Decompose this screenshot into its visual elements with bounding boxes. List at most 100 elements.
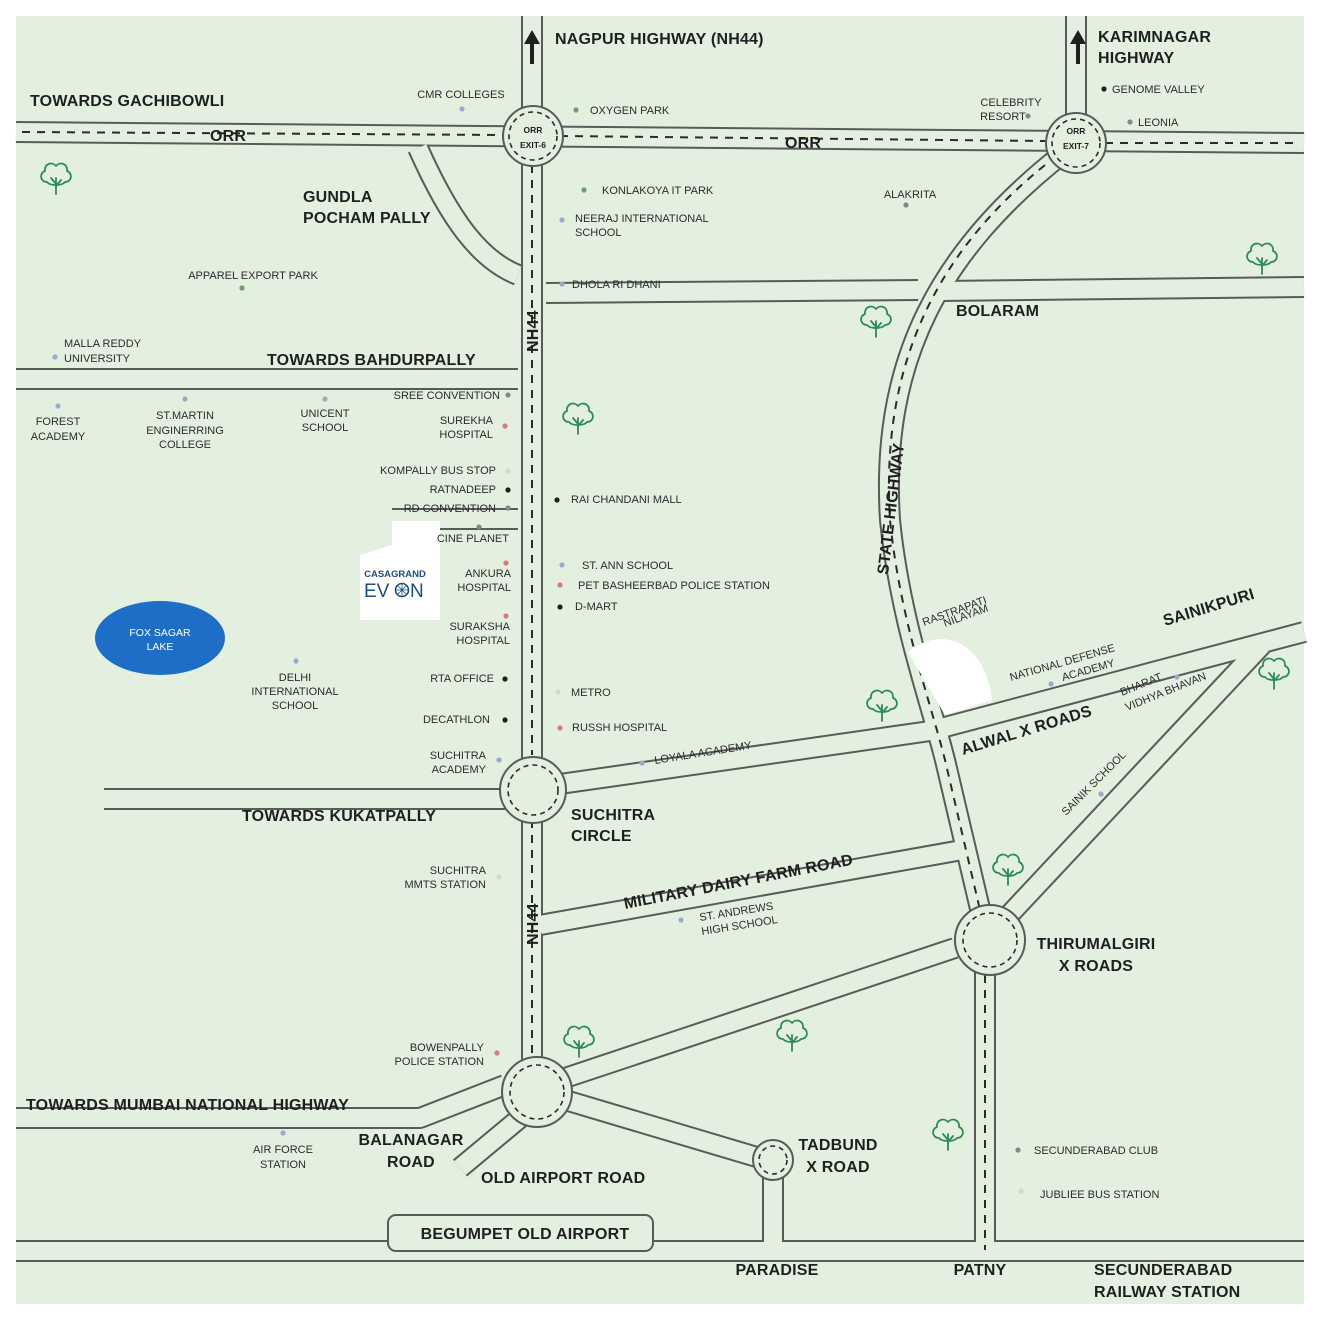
- pet-basheerbad-dot: [557, 582, 563, 588]
- air-force-dot: [280, 1130, 286, 1136]
- decathlon-label: DECATHLON: [423, 714, 490, 726]
- project-brand-end: N: [410, 581, 424, 602]
- ankura-label-2: HOSPITAL: [457, 582, 511, 594]
- orr-label-left: ORR: [210, 128, 246, 145]
- suchitra-academy-label-1: SUCHITRA: [430, 750, 487, 762]
- nh44-label-lower: NH44: [525, 903, 542, 945]
- project-site-block: [360, 521, 440, 620]
- kompally-dot: [505, 468, 511, 474]
- bowenpally-label-1: BOWENPALLY: [410, 1042, 485, 1054]
- orr-exit7-label-2: EXIT-7: [1063, 141, 1089, 151]
- russh-dot: [557, 725, 563, 731]
- begumpet-airport-box: [387, 1214, 654, 1252]
- suchitra-mmts-label-2: MMTS STATION: [405, 879, 487, 891]
- forest-label-1: FOREST: [36, 416, 81, 428]
- st-martin-label-2: ENGINERRING: [146, 425, 224, 437]
- north-arrow-karimnagar-icon: [1070, 30, 1086, 64]
- malla-reddy-label-1: MALLA REDDY: [64, 338, 142, 350]
- gachibowli-label: TOWARDS GACHIBOWLI: [30, 93, 224, 110]
- bolaram-label: BOLARAM: [956, 303, 1039, 320]
- ratnadeep-dot: [505, 487, 511, 493]
- sree-convention-label: SREE CONVENTION: [394, 390, 500, 402]
- rai-chandani-dot: [554, 497, 560, 503]
- tadbund-label-1: TADBUND: [798, 1137, 877, 1154]
- mumbai-nh-label: TOWARDS MUMBAI NATIONAL HIGHWAY: [26, 1097, 349, 1114]
- patny-label: PATNY: [954, 1262, 1007, 1279]
- roundabouts: [499, 105, 1107, 1181]
- secunderabad-club-dot: [1015, 1147, 1021, 1153]
- thirumalgiri-label-2: X ROADS: [1059, 958, 1133, 975]
- bahdurpally-label: TOWARDS BAHDURPALLY: [267, 352, 476, 369]
- project-brand-top: CASAGRAND: [364, 569, 426, 580]
- fox-sagar-lake: [95, 601, 225, 675]
- surekha-label-2: HOSPITAL: [439, 429, 493, 441]
- unicent-label-1: UNICENT: [301, 408, 350, 420]
- suchitra-circle-label-1: SUCHITRA: [571, 807, 656, 824]
- gundla-label-2: POCHAM PALLY: [303, 210, 431, 227]
- delhi-school-label-3: SCHOOL: [272, 700, 318, 712]
- metro-label: METRO: [571, 687, 611, 699]
- dmart-label: D-MART: [575, 601, 618, 613]
- apparel-label: APPAREL EXPORT PARK: [188, 270, 318, 282]
- konlakoya-dot: [581, 187, 587, 193]
- genome-dot: [1101, 86, 1107, 92]
- celebrity-dot: [1025, 113, 1031, 119]
- apparel-dot: [239, 285, 245, 291]
- alakrita-label: ALAKRITA: [884, 189, 937, 201]
- north-arrow-nh44-icon: [524, 30, 540, 64]
- thirumalgiri-label-1: THIRUMALGIRI: [1037, 936, 1156, 953]
- cmr-dot: [459, 106, 465, 112]
- delhi-school-dot: [293, 658, 299, 664]
- landmark-dots: [52, 86, 1180, 1194]
- bowenpally-dot: [494, 1050, 500, 1056]
- surekha-label-1: SUREKHA: [440, 415, 494, 427]
- orr-exit6-label-2: EXIT-6: [520, 140, 546, 150]
- ankura-dot: [503, 560, 509, 566]
- air-force-label-1: AIR FORCE: [253, 1144, 313, 1156]
- old-airport-road-label: OLD AIRPORT ROAD: [481, 1170, 645, 1187]
- secunderabad-railway-label-1: SECUNDERABAD: [1094, 1262, 1232, 1279]
- nagpur-highway-label: NAGPUR HIGHWAY (NH44): [555, 31, 764, 48]
- suchitra-mmts-dot: [496, 874, 502, 880]
- rta-dot: [502, 676, 508, 682]
- bowenpally-label-2: POLICE STATION: [395, 1056, 484, 1068]
- cine-planet-dot: [476, 524, 482, 530]
- dmart-dot: [557, 604, 563, 610]
- genome-label: GENOME VALLEY: [1112, 84, 1205, 96]
- orr-label-right: ORR: [785, 135, 821, 152]
- tadbund-label-2: X ROAD: [806, 1159, 869, 1176]
- rd-convention-label: RD CONVENTION: [404, 503, 496, 515]
- nda-dot: [1048, 681, 1054, 687]
- st-martin-label-1: ST.MARTIN: [156, 410, 214, 422]
- neeraj-label-1: NEERAJ INTERNATIONAL: [575, 213, 709, 225]
- suraksha-label-2: HOSPITAL: [456, 635, 510, 647]
- leonia-dot: [1127, 119, 1133, 125]
- delhi-school-label-2: INTERNATIONAL: [251, 686, 338, 698]
- nh44-label-upper: NH44: [525, 310, 542, 352]
- orr-exit6-label-1: ORR: [524, 125, 543, 135]
- russh-label: RUSSH HOSPITAL: [572, 722, 667, 734]
- rastrapati-nilayam-area: [908, 639, 992, 715]
- cine-planet-label: CINE PLANET: [437, 533, 509, 545]
- orr-exit7-label-1: ORR: [1067, 126, 1086, 136]
- lake-label-1: FOX SAGAR: [129, 627, 191, 639]
- celebrity-label-1: CELEBRITY: [980, 97, 1042, 109]
- forest-label-2: ACADEMY: [31, 431, 86, 443]
- metro-dot: [555, 689, 561, 695]
- neeraj-dot: [559, 217, 565, 223]
- decathlon-dot: [502, 717, 508, 723]
- oxygen-label: OXYGEN PARK: [590, 105, 670, 117]
- oxygen-dot: [573, 107, 579, 113]
- suchitra-academy-dot: [496, 757, 502, 763]
- secunderabad-railway-label-2: RAILWAY STATION: [1094, 1284, 1240, 1301]
- st-martin-dot: [182, 396, 188, 402]
- balanagar-label-2: ROAD: [387, 1154, 435, 1171]
- jubilee-label: JUBLIEE BUS STATION: [1040, 1189, 1159, 1201]
- sainik-school-dot: [1098, 791, 1104, 797]
- bharat-dot: [1174, 674, 1180, 680]
- malla-reddy-dot: [52, 354, 58, 360]
- dhola-dot: [559, 281, 565, 287]
- begumpet-label: BEGUMPET OLD AIRPORT: [421, 1226, 630, 1243]
- rai-chandani-label: RAI CHANDANI MALL: [571, 494, 682, 506]
